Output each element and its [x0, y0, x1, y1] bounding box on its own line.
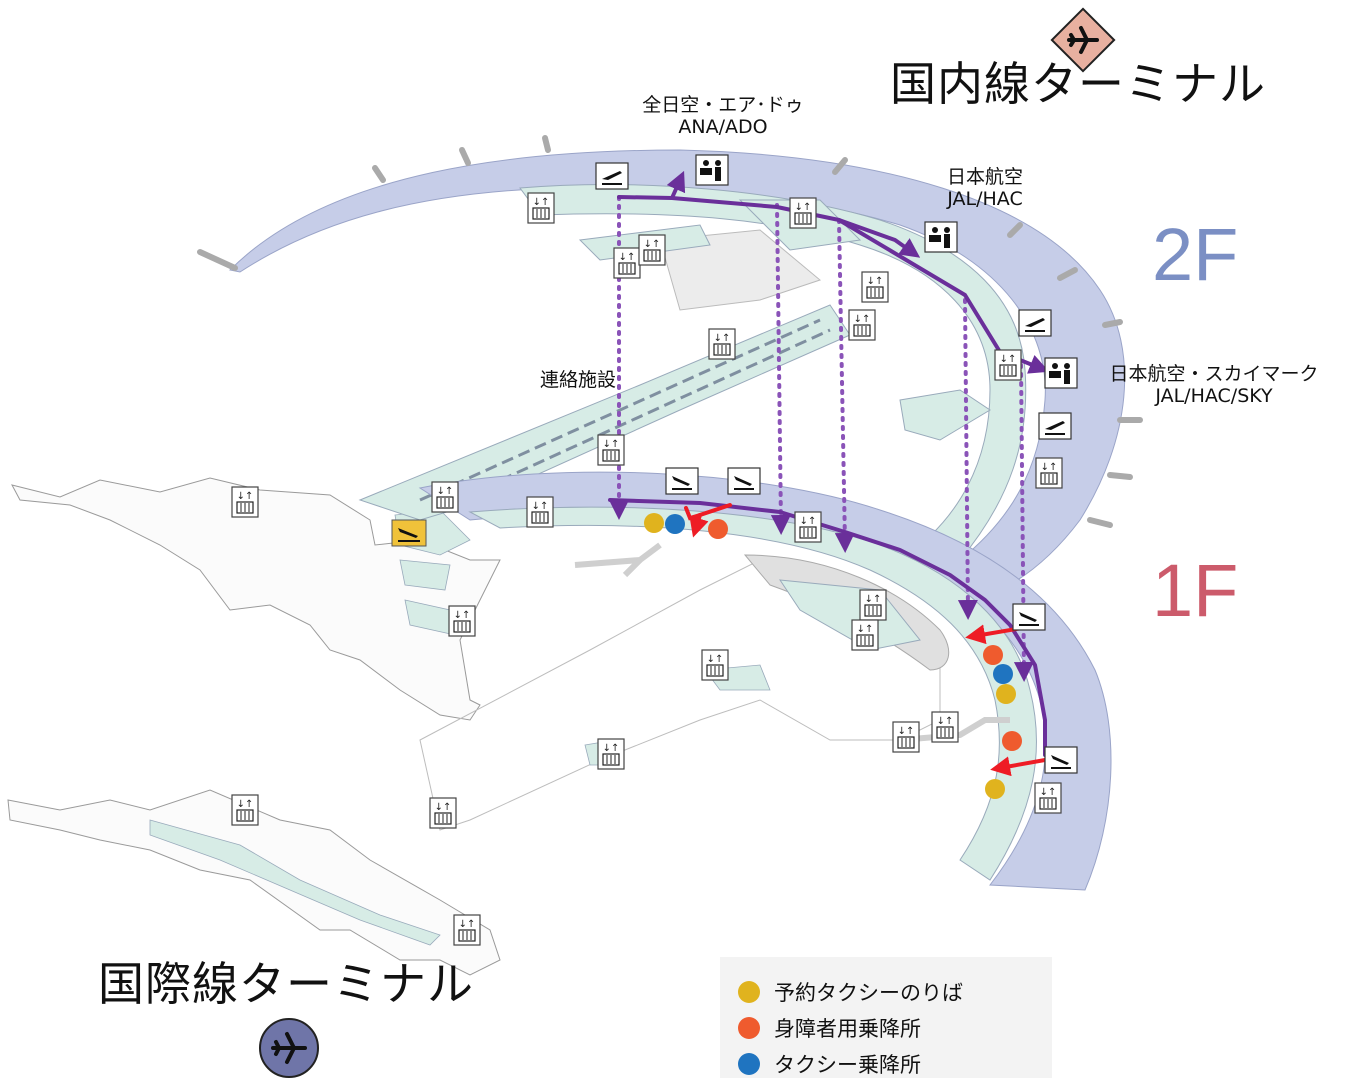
jal-sky-code: JAL/HAC/SKY — [1155, 384, 1273, 407]
ana-ado-name: 全日空・エア･ドゥ — [642, 94, 804, 116]
domestic-airplane-icon — [1050, 7, 1116, 73]
jal-sky-label: 日本航空・スカイマーク JAL/HAC/SKY — [1085, 363, 1343, 408]
curb-walkways — [574, 542, 1010, 743]
blue-dot-icon — [738, 1053, 760, 1075]
legend-item-taxi-stop: タクシー乗降所 — [738, 1049, 921, 1079]
jal-hac-label: 日本航空 JAL/HAC — [925, 166, 1045, 211]
legend-item-reserved-taxi: 予約タクシーのりば — [738, 977, 963, 1007]
2f-gates — [197, 135, 1143, 528]
jal-hac-name: 日本航空 — [946, 166, 1023, 188]
international-airplane-icon — [259, 1018, 319, 1078]
legend-item-accessible-stop: 身障者用乗降所 — [738, 1013, 921, 1043]
legend-label: 予約タクシーのりば — [774, 981, 963, 1005]
jal-hac-code: JAL/HAC — [947, 187, 1023, 210]
arrival-icons — [391, 467, 1078, 774]
connecting-facility-label: 連絡施設 — [540, 369, 617, 391]
floor-2f-label: 2F — [1152, 213, 1239, 296]
floor-1f-label: 1F — [1152, 549, 1239, 632]
domestic-terminal-title: 国内線ターミナル — [890, 57, 1266, 111]
international-terminal-area — [7, 477, 941, 976]
ana-ado-label: 全日空・エア･ドゥ ANA/ADO — [638, 94, 808, 139]
legend: 予約タクシーのりば 身障者用乗降所 タクシー乗降所 — [720, 957, 1052, 1078]
international-terminal-title: 国際線ターミナル — [98, 957, 474, 1011]
taxi-stops — [644, 513, 1022, 799]
yellow-dot-icon — [738, 981, 760, 1003]
orange-dot-icon — [738, 1017, 760, 1039]
ana-ado-code: ANA/ADO — [678, 115, 768, 138]
legend-label: 身障者用乗降所 — [774, 1017, 921, 1041]
legend-label: タクシー乗降所 — [774, 1053, 921, 1077]
arrival-route — [684, 503, 1047, 777]
jal-sky-name: 日本航空・スカイマーク — [1109, 363, 1319, 385]
